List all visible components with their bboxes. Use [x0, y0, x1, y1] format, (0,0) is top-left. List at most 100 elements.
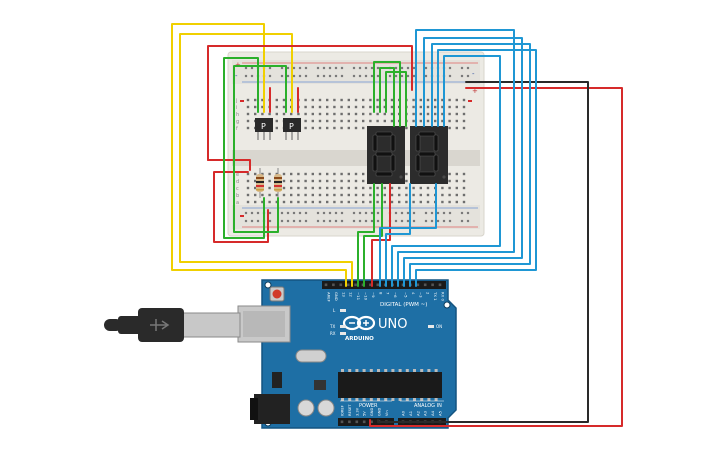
breadboard-hole: [426, 98, 430, 102]
breadboard-hole: [297, 172, 300, 176]
transistor-1: P: [255, 118, 273, 140]
breadboard-hole: [448, 186, 451, 190]
breadboard-hole: [426, 186, 430, 190]
rail-hole: [340, 211, 344, 215]
breadboard-hole: [318, 98, 322, 102]
rail-hole: [394, 219, 398, 223]
segment: [418, 131, 436, 137]
breadboard-hole: [304, 193, 307, 197]
breadboard-hole: [390, 119, 394, 123]
small-chip: [314, 380, 326, 390]
led-l: [340, 309, 346, 312]
breadboard-hole: [261, 105, 264, 109]
wire-red-1: [207, 45, 413, 161]
breadboard-hole: [318, 112, 322, 116]
chip-pin: [391, 369, 395, 372]
breadboard-hole: [333, 179, 336, 183]
breadboard-hole: [354, 193, 358, 197]
digital-pin-label: ~10: [364, 292, 369, 301]
rail-hole: [250, 211, 254, 215]
rail-hole: [244, 211, 248, 215]
breadboard-hole: [376, 98, 379, 102]
rail-hole: [400, 74, 404, 78]
rail-hole: [460, 66, 464, 70]
breadboard-hole: [340, 112, 343, 116]
breadboard-hole: [326, 193, 329, 197]
breadboard-hole: [347, 172, 350, 176]
breadboard-hole: [275, 105, 278, 109]
breadboard-hole: [282, 98, 286, 102]
breadboard-hole: [347, 126, 350, 130]
rail-hole: [322, 66, 326, 70]
breadboard-hole: [383, 193, 386, 197]
breadboard-hole: [254, 98, 257, 102]
digital-pin-label: 12: [349, 292, 354, 297]
breadboard-hole: [390, 112, 394, 116]
seven-segment-display-1: [367, 126, 405, 184]
segment: [375, 131, 393, 137]
breadboard-hole: [282, 200, 286, 204]
rail-hole: [370, 66, 374, 70]
rail-hole: [298, 74, 302, 78]
breadboard-hole: [390, 200, 394, 204]
power-pin-label: 3.3V: [355, 407, 359, 416]
breadboard-hole: [426, 193, 430, 197]
breadboard-hole: [326, 179, 329, 183]
led-tx: [340, 325, 346, 328]
breadboard-hole: [311, 172, 314, 176]
rail-hole: [280, 66, 284, 70]
rail-hole: [460, 211, 464, 215]
power-pin-hole: [362, 420, 366, 424]
rail-hole: [466, 66, 470, 70]
breadboard-hole: [354, 179, 358, 183]
breadboard-hole: [340, 200, 343, 204]
reset-button-cap[interactable]: [272, 289, 282, 299]
rail-hole: [430, 219, 434, 223]
breadboard-hole: [318, 172, 322, 176]
rail-hole: [340, 219, 344, 223]
breadboard-hole: [318, 200, 322, 204]
digital-pin-hole: [431, 283, 434, 287]
rail-hole: [334, 219, 338, 223]
breadboard-hole: [304, 105, 307, 109]
chip-pin: [420, 398, 424, 401]
breadboard-hole: [354, 112, 358, 116]
resistor-1: [256, 168, 264, 198]
breadboard-hole: [261, 193, 264, 197]
chip-pin: [398, 369, 402, 372]
breadboard-hole: [297, 179, 300, 183]
led-on-label: ON: [436, 324, 442, 329]
power-pin-label: RESET: [348, 404, 352, 416]
breadboard-hole: [333, 112, 336, 116]
breadboard-hole: [311, 105, 314, 109]
breadboard-hole: [419, 193, 422, 197]
breadboard-hole: [412, 193, 415, 197]
power-pin-hole: [340, 420, 344, 424]
breadboard-hole: [282, 193, 286, 197]
breadboard-hole: [326, 126, 329, 130]
breadboard-hole: [282, 186, 286, 190]
breadboard-hole: [311, 112, 314, 116]
breadboard-hole: [246, 112, 250, 116]
breadboard-hole: [462, 179, 466, 183]
breadboard-hole: [383, 186, 386, 190]
breadboard-hole: [390, 193, 394, 197]
breadboard-hole: [455, 172, 458, 176]
breadboard-hole: [333, 186, 336, 190]
breadboard-hole: [376, 186, 379, 190]
breadboard-hole: [246, 98, 250, 102]
rail-hole: [334, 66, 338, 70]
rail-hole: [412, 66, 416, 70]
breadboard-hole: [362, 112, 365, 116]
rail-hole: [376, 211, 380, 215]
breadboard-hole: [347, 186, 350, 190]
breadboard-hole: [455, 200, 458, 204]
top-rail: [232, 60, 480, 84]
rail-hole: [340, 74, 344, 78]
breadboard-hole: [275, 172, 278, 176]
rail-hole: [430, 211, 434, 215]
breadboard-hole: [246, 186, 250, 190]
rail-hole: [400, 219, 404, 223]
rail-hole: [436, 211, 440, 215]
